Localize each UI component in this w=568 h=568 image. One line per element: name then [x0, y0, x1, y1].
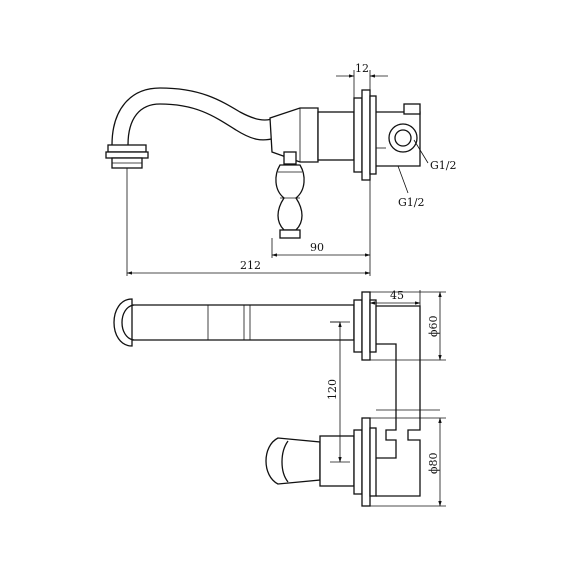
- spout-inner-curve: [127, 103, 276, 146]
- spout-nozzle-ring: [107, 144, 147, 153]
- inlet-connector-inner: [394, 129, 412, 147]
- spout-nozzle-ring-2: [105, 151, 149, 159]
- thread-label-inlet-a: G1/2: [430, 159, 457, 172]
- dim-top-plate-diameter: ϕ60: [427, 316, 440, 338]
- plan-spout-arm: [129, 304, 355, 341]
- wall-plate-outer: [353, 97, 363, 173]
- dim-inlet-depth: 45: [390, 289, 404, 302]
- spout-outer-curve: [111, 87, 276, 146]
- dim-spout-reach: 212: [240, 259, 261, 272]
- plan-top-plate-flange: [361, 291, 371, 361]
- handle-cap: [279, 229, 301, 239]
- plan-bottom-plate-back: [369, 427, 377, 497]
- side-elevation-view: G1/2 G1/2 12 90 212: [105, 62, 457, 276]
- dim-bottom-plate-diameter: ϕ80: [427, 453, 440, 475]
- dim-plate-thickness: 12: [355, 62, 369, 75]
- plan-view: 45 ϕ60 120 ϕ80: [113, 289, 446, 507]
- plan-bottom-plate-flange: [361, 417, 371, 507]
- plan-handle-sleeve: [319, 435, 355, 487]
- inlet-top: [403, 103, 421, 115]
- wall-plate-flange: [361, 89, 371, 181]
- plan-bottom-plate-outer: [353, 429, 363, 495]
- body-sleeve: [317, 111, 355, 161]
- plan-handle-body: [265, 437, 321, 485]
- dim-handle-to-wall: 90: [310, 241, 324, 254]
- plan-top-plate-back: [369, 299, 377, 353]
- handle-lever: [275, 164, 305, 231]
- handle-stem: [283, 151, 297, 165]
- wall-plate-back: [369, 95, 377, 175]
- thread-label-inlet-b: G1/2: [398, 196, 425, 209]
- plan-top-plate-outer: [353, 299, 363, 353]
- plan-spout-end: [113, 298, 133, 347]
- plan-concealed-box: [376, 305, 421, 497]
- dim-vertical-spacing: 120: [326, 379, 339, 400]
